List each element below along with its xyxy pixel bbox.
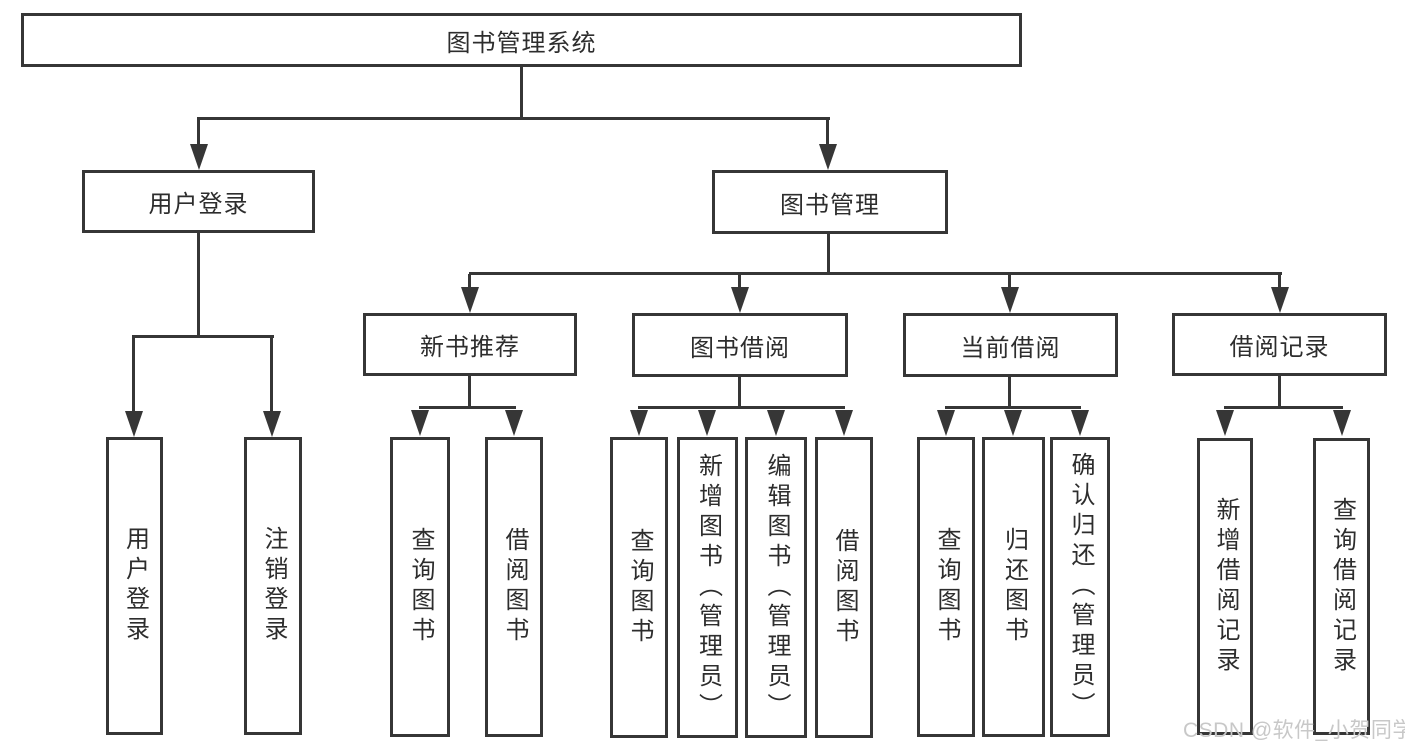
- node-current-borrow-label: 当前借阅: [960, 334, 1061, 362]
- connector-line: [1008, 377, 1011, 409]
- leaf-confirm-return-admin: 确认归还（管理员）: [1050, 437, 1110, 737]
- leaf-query-borrow-record: 查询借阅记录: [1313, 438, 1370, 735]
- leaf-return-book-label: 归还图书: [1000, 527, 1028, 647]
- leaf-query-borrow-record-label: 查询借阅记录: [1328, 496, 1356, 677]
- connector-line: [738, 377, 741, 409]
- watermark: CSDN @软件_小贺同学: [1183, 719, 1405, 742]
- arrow-down-icon: [1001, 287, 1019, 313]
- connector-line: [133, 335, 274, 338]
- connector-line: [520, 67, 523, 118]
- node-borrow-records: 借阅记录: [1172, 313, 1387, 376]
- leaf-borrow-books-1-label: 借阅图书: [501, 527, 528, 647]
- arrow-down-icon: [411, 410, 429, 436]
- connector-line: [826, 117, 829, 147]
- arrow-down-icon: [937, 410, 955, 436]
- connector-line: [197, 233, 200, 337]
- arrow-down-icon: [698, 410, 716, 436]
- leaf-add-book-admin-label: 新增图书（管理员）: [694, 452, 722, 723]
- leaf-confirm-return-admin-label: 确认归还（管理员）: [1067, 452, 1094, 722]
- leaf-add-borrow-record: 新增借阅记录: [1197, 438, 1253, 735]
- connector-line: [1224, 406, 1343, 409]
- connector-line: [197, 117, 200, 147]
- arrow-down-icon: [835, 410, 853, 436]
- arrow-down-icon: [630, 410, 648, 436]
- leaf-query-books-2-label: 查询图书: [626, 527, 653, 648]
- node-user-login-label: 用户登录: [148, 191, 249, 218]
- connector-line: [1278, 376, 1281, 409]
- connector-line: [1278, 274, 1281, 289]
- leaf-borrow-books-2: 借阅图书: [815, 437, 873, 738]
- arrow-down-icon: [1071, 410, 1089, 436]
- connector-line: [469, 272, 1282, 275]
- arrow-down-icon: [505, 410, 523, 436]
- arrow-down-icon: [263, 411, 281, 437]
- leaf-logout-label: 注销登录: [260, 526, 287, 646]
- leaf-query-books-1: 查询图书: [390, 437, 450, 737]
- node-book-borrow: 图书借阅: [632, 313, 848, 377]
- node-borrow-records-label: 借阅记录: [1229, 334, 1330, 361]
- leaf-query-books-2: 查询图书: [610, 437, 668, 738]
- leaf-query-books-3-label: 查询图书: [933, 527, 960, 647]
- arrow-down-icon: [1004, 410, 1022, 436]
- leaf-borrow-books-2-label: 借阅图书: [831, 527, 858, 648]
- connector-line: [419, 406, 516, 409]
- connector-line: [270, 335, 273, 413]
- leaf-add-borrow-record-label: 新增借阅记录: [1212, 496, 1239, 677]
- node-user-login: 用户登录: [82, 170, 315, 233]
- arrow-down-icon: [767, 410, 785, 436]
- leaf-edit-book-admin: 编辑图书（管理员）: [745, 437, 807, 738]
- node-new-book-recommend-label: 新书推荐: [420, 334, 520, 361]
- node-book-management-label: 图书管理: [780, 191, 880, 219]
- leaf-borrow-books-1: 借阅图书: [485, 437, 543, 737]
- node-root: 图书管理系统: [21, 13, 1022, 67]
- leaf-query-books-3: 查询图书: [917, 437, 975, 737]
- arrow-down-icon: [1216, 410, 1234, 436]
- node-root-label: 图书管理系统: [446, 29, 597, 57]
- arrow-down-icon: [731, 287, 749, 313]
- connector-line: [827, 234, 830, 275]
- arrow-down-icon: [1271, 287, 1289, 313]
- leaf-user-login: 用户登录: [106, 437, 163, 735]
- node-current-borrow: 当前借阅: [903, 313, 1118, 377]
- arrow-down-icon: [1333, 410, 1351, 436]
- leaf-user-login-label: 用户登录: [121, 526, 149, 646]
- arrow-down-icon: [461, 287, 479, 313]
- connector-line: [1008, 274, 1011, 289]
- leaf-add-book-admin: 新增图书（管理员）: [677, 437, 738, 738]
- leaf-edit-book-admin-label: 编辑图书（管理员）: [763, 452, 790, 723]
- arrow-down-icon: [125, 411, 143, 437]
- leaf-logout: 注销登录: [244, 437, 302, 735]
- connector-line: [468, 274, 471, 289]
- node-book-borrow-label: 图书借阅: [690, 334, 790, 362]
- connector-line: [132, 335, 135, 413]
- connector-line: [638, 406, 845, 409]
- node-book-management: 图书管理: [712, 170, 948, 234]
- connector-line: [738, 274, 741, 289]
- leaf-return-book: 归还图书: [982, 437, 1045, 737]
- connector-line: [198, 117, 830, 120]
- leaf-query-books-1-label: 查询图书: [407, 527, 434, 647]
- connector-line: [468, 376, 471, 409]
- arrow-down-icon: [190, 144, 208, 170]
- connector-line: [945, 406, 1081, 409]
- node-new-book-recommend: 新书推荐: [363, 313, 577, 376]
- arrow-down-icon: [819, 144, 837, 170]
